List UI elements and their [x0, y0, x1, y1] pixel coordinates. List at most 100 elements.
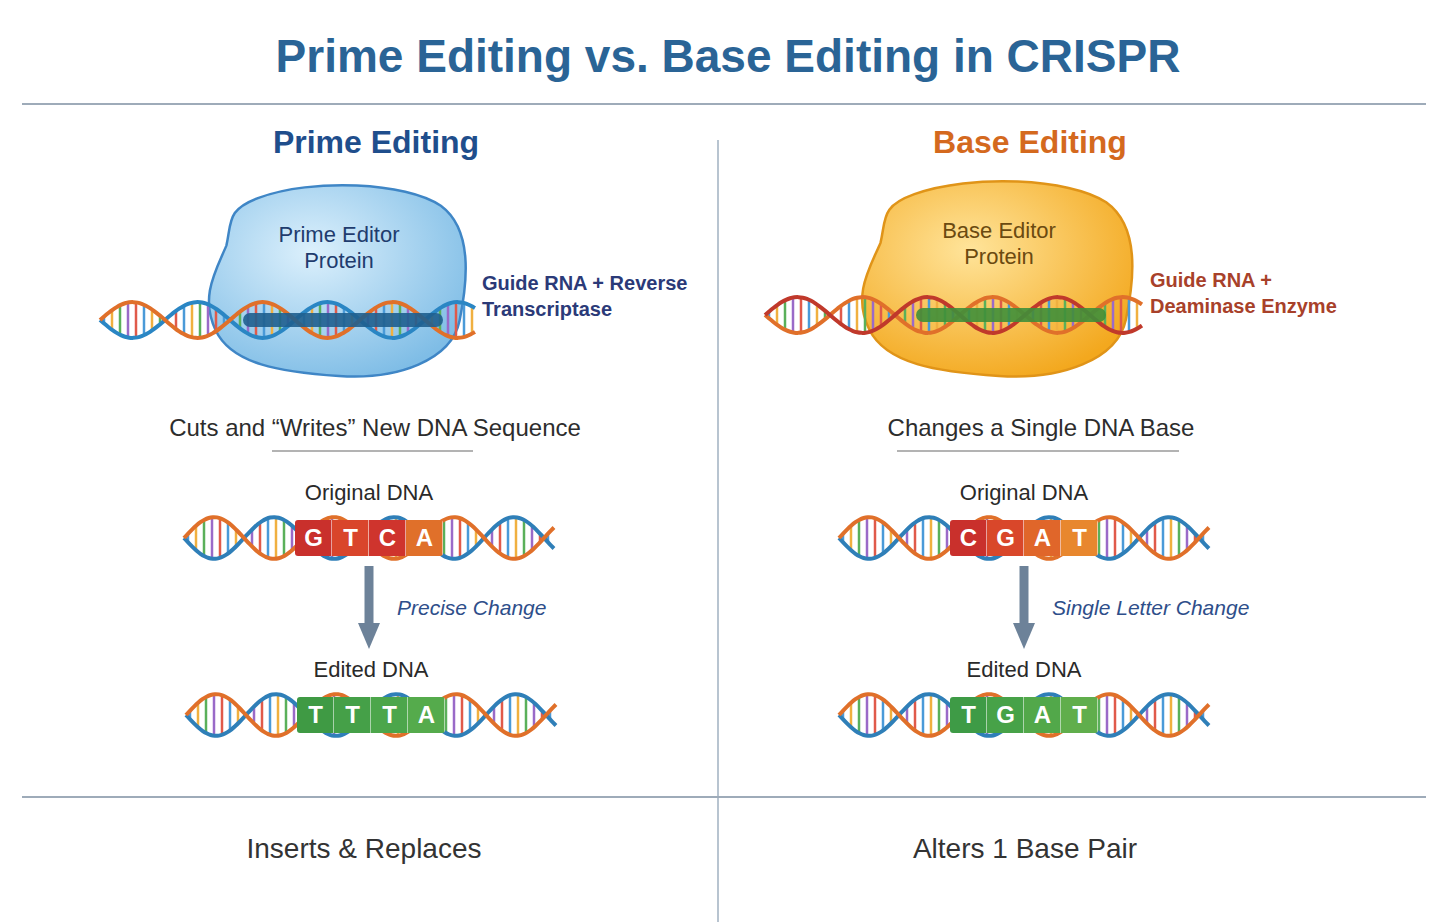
protein-shape	[209, 185, 466, 376]
base-pair-rung	[259, 522, 262, 553]
base-pair-rung	[191, 303, 194, 338]
base-pair-rung	[938, 520, 941, 556]
base-pair-rung	[275, 517, 278, 559]
dna-strand	[184, 517, 554, 559]
base-pair-rung	[151, 309, 154, 330]
base-pair-rung	[1178, 697, 1181, 733]
dna-strand	[186, 694, 556, 736]
dna-helix	[186, 694, 556, 736]
dna-sequence: Edited DNATTTA	[297, 657, 445, 733]
dna-strand	[100, 302, 475, 338]
base-pair-rung	[515, 517, 518, 559]
base-pair-rung	[1154, 522, 1157, 553]
dna-heading: Edited DNA	[967, 657, 1082, 683]
base-pair-rung	[203, 520, 206, 556]
base-pair-rung	[882, 699, 885, 730]
blob-outline	[205, 182, 473, 380]
base-pair-rung	[211, 517, 214, 559]
base-pair-rung	[463, 303, 466, 337]
arrow-label: Precise Change	[395, 596, 548, 620]
base-pair-rung	[205, 697, 208, 733]
base-pair-rung	[499, 522, 502, 553]
base-pair-rung	[930, 517, 933, 559]
base-pair-rung	[1186, 703, 1189, 728]
base-pair-rung	[517, 694, 520, 736]
base-pair-rung	[127, 302, 130, 337]
dna-heading: Original DNA	[305, 480, 433, 506]
base-pair-rung	[1106, 517, 1109, 559]
base-pair-rung	[455, 302, 458, 338]
dna-helix	[839, 694, 1209, 736]
base-pair-rung	[938, 697, 941, 733]
base-pair-rung	[461, 695, 464, 735]
dna-helices	[184, 517, 1209, 736]
base-pair-rung	[143, 305, 146, 336]
base-letter: T	[334, 697, 371, 733]
section-heading: Base Editing	[933, 122, 1127, 164]
base-pair-rung	[816, 304, 819, 325]
base-pair-rung	[469, 699, 472, 730]
base-pair-rung	[507, 518, 510, 558]
base-pair-rung	[213, 694, 216, 736]
base-pair-rung	[784, 300, 787, 330]
base-letter: G	[987, 697, 1024, 733]
base-pair-rung	[874, 695, 877, 735]
component-label: Guide RNA + Reverse Transcriptase	[482, 270, 702, 322]
base-letter: T	[1061, 520, 1098, 556]
base-letter: A	[1024, 520, 1061, 556]
base-pair-rung	[850, 703, 853, 728]
guide-strand	[243, 313, 443, 327]
base-pair-rung	[848, 301, 851, 330]
dna-helix	[839, 517, 1209, 559]
base-pair-rung	[912, 301, 915, 329]
base-pair-rung	[283, 520, 286, 556]
base-pair-rung	[523, 520, 526, 556]
base-pair-rung	[858, 520, 861, 556]
base-pair-rung	[447, 304, 450, 336]
base-letter: A	[1024, 697, 1061, 733]
base-pair-rung	[1098, 520, 1101, 556]
footer-summary: Alters 1 Base Pair	[913, 831, 1137, 867]
base-pair-rung	[509, 695, 512, 735]
base-pair-rung	[293, 703, 296, 728]
base-pair-rung	[267, 518, 270, 558]
method-summary: Changes a Single DNA Base	[888, 412, 1195, 443]
base-pair-rung	[856, 298, 859, 333]
base-pair-rung	[880, 304, 883, 327]
base-pair-rung	[1186, 526, 1189, 551]
base-pair-rung	[922, 518, 925, 558]
base-pair-rung	[207, 304, 210, 335]
base-pair-rung	[1106, 694, 1109, 736]
base-pair-rung	[800, 297, 803, 332]
base-pair-rung	[229, 699, 232, 730]
base-letter: C	[369, 520, 406, 556]
base-pair-rung	[858, 697, 861, 733]
base-pair-rung	[227, 522, 230, 553]
base-pair-rung	[221, 695, 224, 735]
base-pair-rung	[443, 520, 446, 556]
dna-strand	[100, 302, 475, 338]
base-pair-rung	[1162, 518, 1165, 558]
base-pair-rung	[1136, 301, 1139, 329]
protein-name: Prime Editor Protein	[254, 222, 424, 275]
base-letter: A	[408, 697, 445, 733]
base-pair-rung	[199, 302, 202, 338]
protein-blob: Base Editor Protein	[858, 178, 1140, 380]
base-letter: T	[950, 697, 987, 733]
base-pair-rung	[291, 526, 294, 551]
dna-strand	[184, 517, 554, 559]
base-pair-rung	[453, 694, 456, 736]
bound-dna	[205, 182, 473, 380]
dna-strand	[839, 517, 1209, 559]
dna-strand	[839, 694, 1209, 736]
base-pair-rung	[467, 522, 470, 553]
base-pair-rung	[451, 517, 454, 559]
base-pair-rung	[219, 518, 222, 558]
base-pair-rung	[1112, 299, 1115, 331]
footer-summary: Inserts & Replaces	[247, 831, 482, 867]
dna-sequence: Original DNACGAT	[950, 480, 1098, 556]
base-pair-rung	[1170, 517, 1173, 559]
underline-rule	[897, 450, 1179, 452]
bound-dna	[858, 178, 1140, 380]
base-pair-rung	[792, 297, 795, 332]
